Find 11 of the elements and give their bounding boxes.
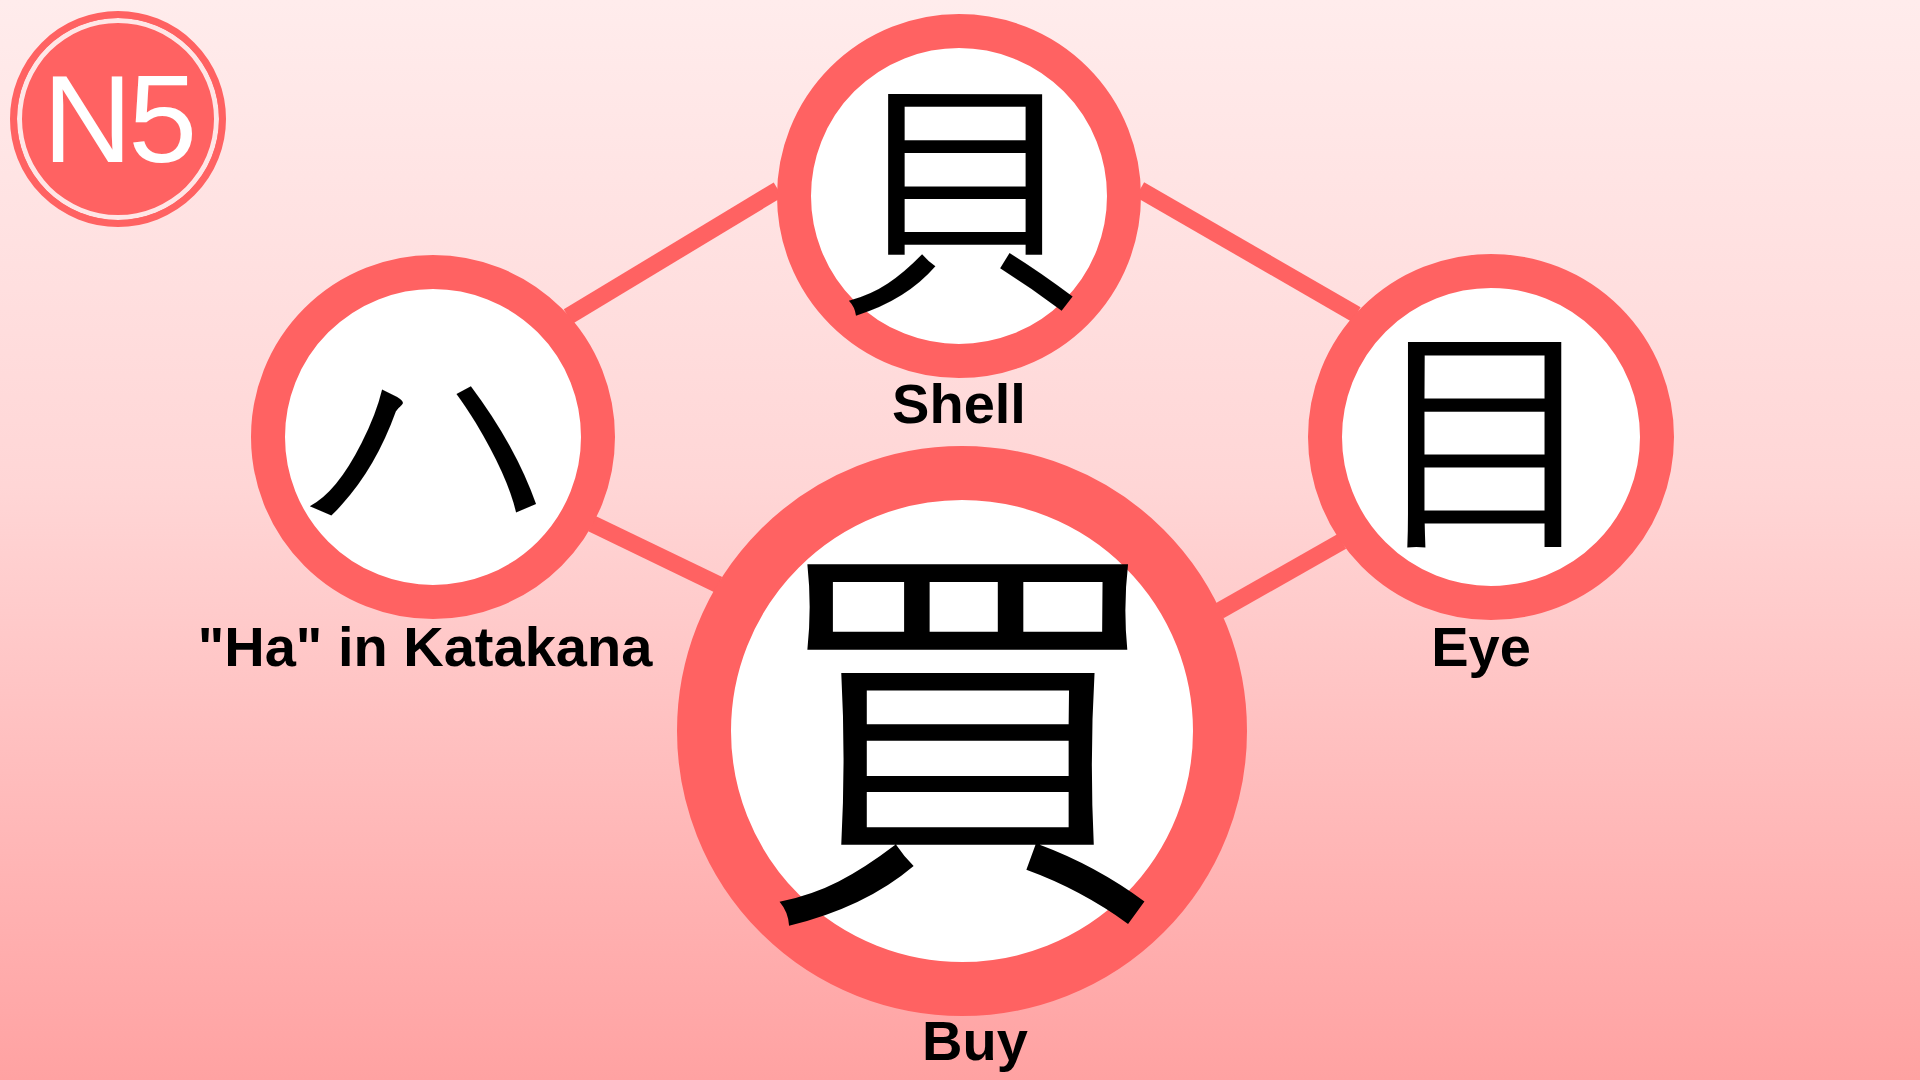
meaning-label: Eye	[1431, 614, 1531, 680]
kanji-character: ハ	[312, 319, 554, 555]
kanji-character: 貝	[841, 78, 1077, 314]
kanji-character: 買	[767, 536, 1157, 926]
meaning-label: Buy	[922, 1008, 1028, 1074]
connector-line	[1215, 534, 1347, 619]
meaning-label: "Ha" in Katakana	[197, 614, 653, 680]
kanji-character: 目	[1373, 319, 1609, 555]
level-text: N5	[42, 57, 194, 181]
meaning-label: Shell	[892, 371, 1026, 437]
connector-line	[588, 516, 723, 593]
